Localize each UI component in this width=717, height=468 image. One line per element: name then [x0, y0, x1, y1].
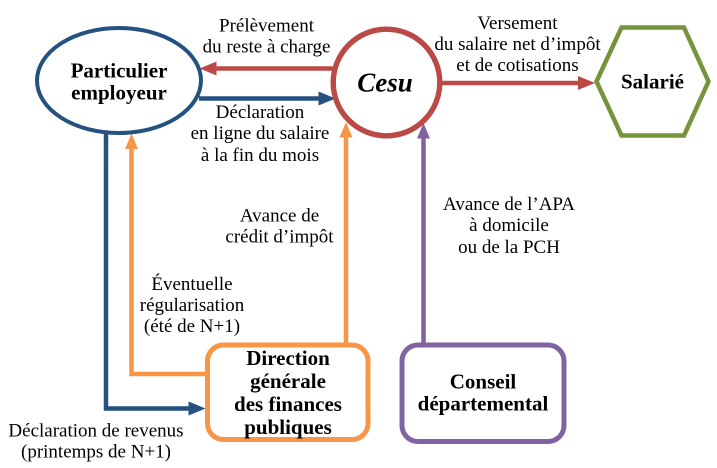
edge-avance-apa-label: Avance de l’APA à domicile ou de la PCH [443, 194, 575, 258]
edge-avance-apa-line1: Avance de l’APA [443, 194, 575, 216]
edge-avance-apa-line2: à domicile [469, 215, 549, 237]
edge-prelevement-line2: du reste à charge [202, 36, 331, 58]
node-conseil-departemental [399, 342, 567, 444]
node-dgfip [205, 342, 371, 442]
edge-avance-credit-line2: crédit d’impôt [225, 227, 334, 248]
node-dgfip-line2: générale [250, 368, 326, 393]
edge-declaration-salaire-line1: Déclaration [215, 102, 305, 124]
arrow-versement-head [578, 76, 595, 90]
edge-prelevement-label: Prélèvement du reste à charge [203, 15, 331, 58]
arrow-declaration-revenus-line [103, 132, 190, 411]
arrow-eventuelle-regularisation-head [125, 133, 138, 149]
edge-declaration-revenus-line1: Déclaration de revenus [8, 420, 184, 442]
edge-prelevement-line1: Prélèvement [219, 15, 314, 37]
node-dgfip-line4: publiques [244, 414, 332, 439]
edge-avance-credit-line1: Avance de [239, 205, 320, 227]
node-conseil-departemental-label: Conseil départemental [418, 370, 549, 415]
edge-avance-apa-line3: ou de la PCH [458, 236, 560, 258]
edge-declaration-revenus-label: Déclaration de revenus (printemps de N+1… [8, 420, 183, 463]
edge-avance-credit-label: Avance de crédit d’impôt [225, 206, 333, 249]
edge-versement-line2: du salaire net d’impôt [434, 33, 601, 55]
node-cesu [330, 26, 443, 139]
arrow-declaration-salaire-head [318, 91, 336, 106]
edge-versement-line1: Versement [477, 12, 558, 34]
edge-eventuelle-regularisation-label: Éventuelle régularisation (été de N+1) [140, 274, 244, 338]
edge-declaration-revenus-line2: (printemps de N+1) [20, 441, 172, 463]
node-dgfip-label: Direction générale des finances publique… [234, 345, 342, 439]
arrow-prelevement-head [199, 61, 217, 76]
node-salarie-label: Salarié [621, 69, 684, 94]
node-particulier-employeur-label: Particulier employeur [71, 59, 168, 104]
edge-eventuelle-line3: (été de N+1) [143, 316, 241, 338]
edge-eventuelle-line1: Éventuelle [151, 273, 233, 295]
node-dgfip-line1: Direction [246, 345, 330, 370]
node-particulier-employeur-line1: Particulier [70, 57, 168, 82]
arrow-avance-credit-head [339, 122, 353, 138]
edge-declaration-salaire-line2: en ligne du salaire [190, 123, 330, 145]
edge-eventuelle-line2: régularisation [139, 294, 245, 316]
edge-versement-line3: et de cotisations [456, 55, 579, 77]
arrow-eventuelle-regularisation-line [129, 147, 206, 377]
node-conseil-line1: Conseil [449, 368, 517, 393]
node-particulier-employeur-line2: employeur [71, 80, 167, 105]
edge-versement-label: Versement du salaire net d’impôt et de c… [434, 13, 600, 77]
arrow-avance-apa-head [417, 123, 430, 139]
edge-declaration-salaire-line3: à la fin du mois [200, 144, 320, 166]
node-conseil-line2: départemental [417, 391, 549, 416]
node-cesu-label: Cesu [357, 67, 413, 97]
arrow-declaration-revenus-head [188, 401, 206, 416]
node-particulier-employeur [35, 26, 203, 135]
node-dgfip-line3: des finances [234, 391, 342, 416]
edge-declaration-salaire-label: Déclaration en ligne du salaire à la fin… [191, 102, 330, 166]
node-salarie [594, 25, 711, 138]
